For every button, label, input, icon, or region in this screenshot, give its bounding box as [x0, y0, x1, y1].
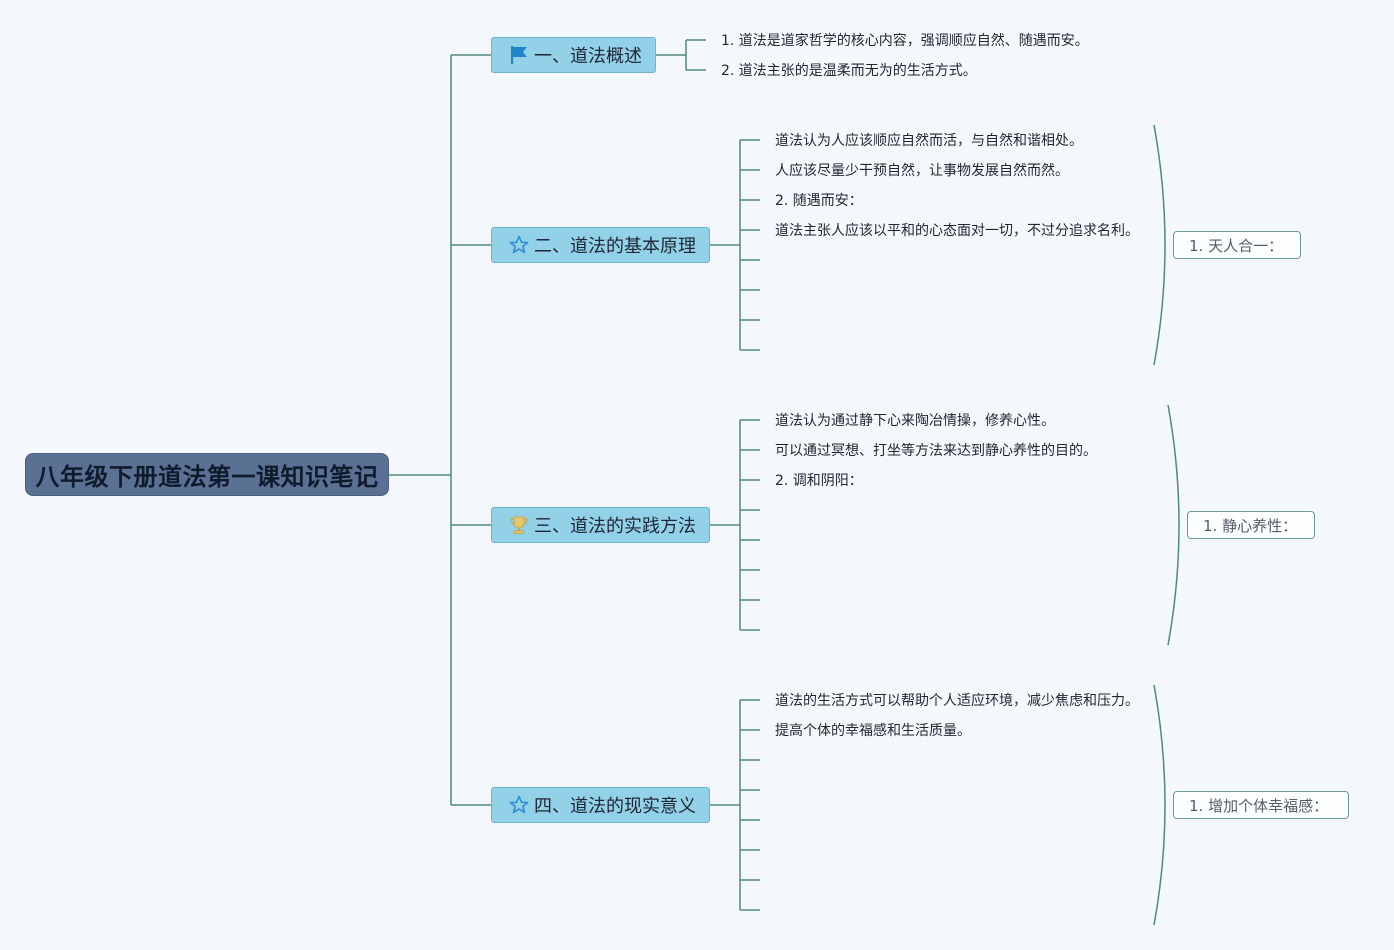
star-icon [508, 794, 530, 816]
topic-overview[interactable]: 一、道法概述 [491, 37, 656, 73]
note-text: 人应该尽量少干预自然，让事物发展自然而然。 [775, 163, 1069, 179]
topic2-summary-brace [1153, 124, 1166, 366]
note-text: 2. 调和阴阳： [775, 473, 863, 489]
topic2-comb [710, 139, 760, 351]
topic3-summary-brace [1167, 404, 1180, 646]
note-text: 2. 随遇而安： [775, 193, 863, 209]
topic-label: 一、道法概述 [534, 46, 642, 67]
summary-box[interactable]: 1. 增加个体幸福感： [1173, 791, 1349, 819]
note-text: 道法主张人应该以平和的心态面对一切，不过分追求名利。 [775, 223, 1139, 239]
note-text: 提高个体的幸福感和生活质量。 [775, 723, 971, 739]
topic-label: 二、道法的基本原理 [534, 236, 696, 257]
note-text: 可以通过冥想、打坐等方法来达到静心养性的目的。 [775, 443, 1097, 459]
topic3-comb [710, 419, 760, 631]
summary-box[interactable]: 1. 静心养性： [1187, 511, 1315, 539]
note-text: 道法认为人应该顺应自然而活，与自然和谐相处。 [775, 133, 1083, 149]
topic-label: 四、道法的现实意义 [534, 796, 696, 817]
star-icon [508, 234, 530, 256]
topic1-notes-bracket [656, 39, 706, 71]
root-topic[interactable]: 八年级下册道法第一课知识笔记 [25, 453, 389, 496]
trophy-icon [508, 514, 530, 536]
note-text: 2. 道法主张的是温柔而无为的生活方式。 [721, 63, 977, 79]
topic4-summary-brace [1153, 684, 1166, 926]
topic-principles[interactable]: 二、道法的基本原理 [491, 227, 710, 263]
topic4-comb [710, 699, 760, 911]
topic-label: 三、道法的实践方法 [534, 516, 696, 537]
summary-box[interactable]: 1. 天人合一： [1173, 231, 1301, 259]
flag-icon [508, 44, 530, 66]
topic-practice[interactable]: 三、道法的实践方法 [491, 507, 710, 543]
note-text: 1. 道法是道家哲学的核心内容，强调顺应自然、随遇而安。 [721, 33, 1089, 49]
note-text: 道法的生活方式可以帮助个人适应环境，减少焦虑和压力。 [775, 693, 1139, 709]
topic-significance[interactable]: 四、道法的现实意义 [491, 787, 710, 823]
note-text: 道法认为通过静下心来陶冶情操，修养心性。 [775, 413, 1055, 429]
